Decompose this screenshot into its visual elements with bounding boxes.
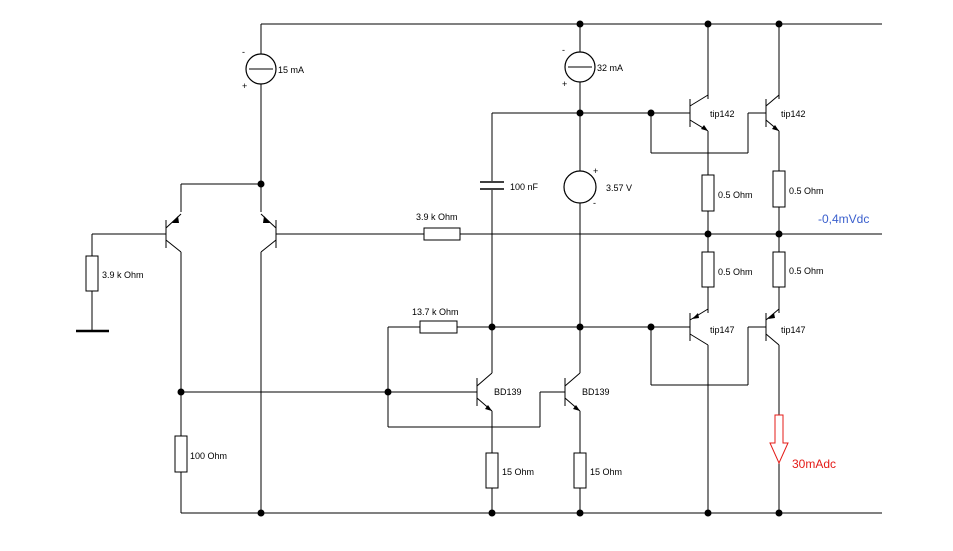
resistor-bias-label: 13.7 k Ohm [412,307,459,317]
resistor-upper-1-label: 0.5 Ohm [718,190,753,200]
resistor-upper-2-label: 0.5 Ohm [789,186,824,196]
resistor-feedback: 3.9 k Ohm [416,212,882,241]
current-source-15ma-label: 15 mA [278,65,304,75]
vas-transistor-2: BD139 15 Ohm [564,327,622,513]
output-lower-1: 0.5 Ohm tip147 [650,251,766,513]
svg-text:+: + [593,166,598,176]
current-source-32ma-label: 32 mA [597,63,623,73]
vas-transistor-1: BD139 15 Ohm [476,327,534,513]
output-upper-1-label: tip142 [710,109,735,119]
voltage-source-label: 3.57 V [606,183,632,193]
resistor-feedback-label: 3.9 k Ohm [416,212,458,222]
svg-text:-: - [562,45,565,55]
resistor-input-ground: 3.9 k Ohm [85,255,144,330]
upper-drive [580,112,766,154]
svg-text:-: - [593,198,596,208]
svg-text:+: + [242,81,247,91]
output-offset-annotation: -0,4mVdc [818,212,869,226]
output-upper-1: tip142 0.5 Ohm [689,24,753,252]
current-arrow-icon [769,414,789,465]
capacitor: 100 nF [480,112,580,327]
output-lower-2: 0.5 Ohm tip147 [765,251,824,513]
ltp-tail: 100 Ohm [174,391,388,473]
current-source-15ma: - + 15 mA [242,24,304,184]
current-source-32ma: - + 32 mA [562,24,623,171]
output-upper-2: tip142 0.5 Ohm [765,24,824,252]
ltp-wiring [91,183,424,513]
bias-current-annotation: 30mAdc [792,457,836,471]
vas-transistor-2-label: BD139 [582,387,610,397]
resistor-lower-2-label: 0.5 Ohm [789,266,824,276]
voltage-source: + - 3.57 V [563,166,632,327]
output-lower-1-label: tip147 [710,325,735,335]
output-upper-2-label: tip142 [781,109,806,119]
output-lower-2-label: tip147 [781,325,806,335]
svg-text:-: - [242,47,245,57]
resistor-emitter-2-label: 15 Ohm [590,467,622,477]
resistor-input-ground-label: 3.9 k Ohm [102,270,144,280]
vas-transistor-1-label: BD139 [494,387,522,397]
resistor-ltp-tail-label: 100 Ohm [190,451,227,461]
svg-text:+: + [562,79,567,89]
resistor-lower-1-label: 0.5 Ohm [718,267,753,277]
junction-dots [177,20,783,517]
capacitor-label: 100 nF [510,182,539,192]
bias-network: 13.7 k Ohm [387,307,690,428]
resistor-emitter-1-label: 15 Ohm [502,467,534,477]
